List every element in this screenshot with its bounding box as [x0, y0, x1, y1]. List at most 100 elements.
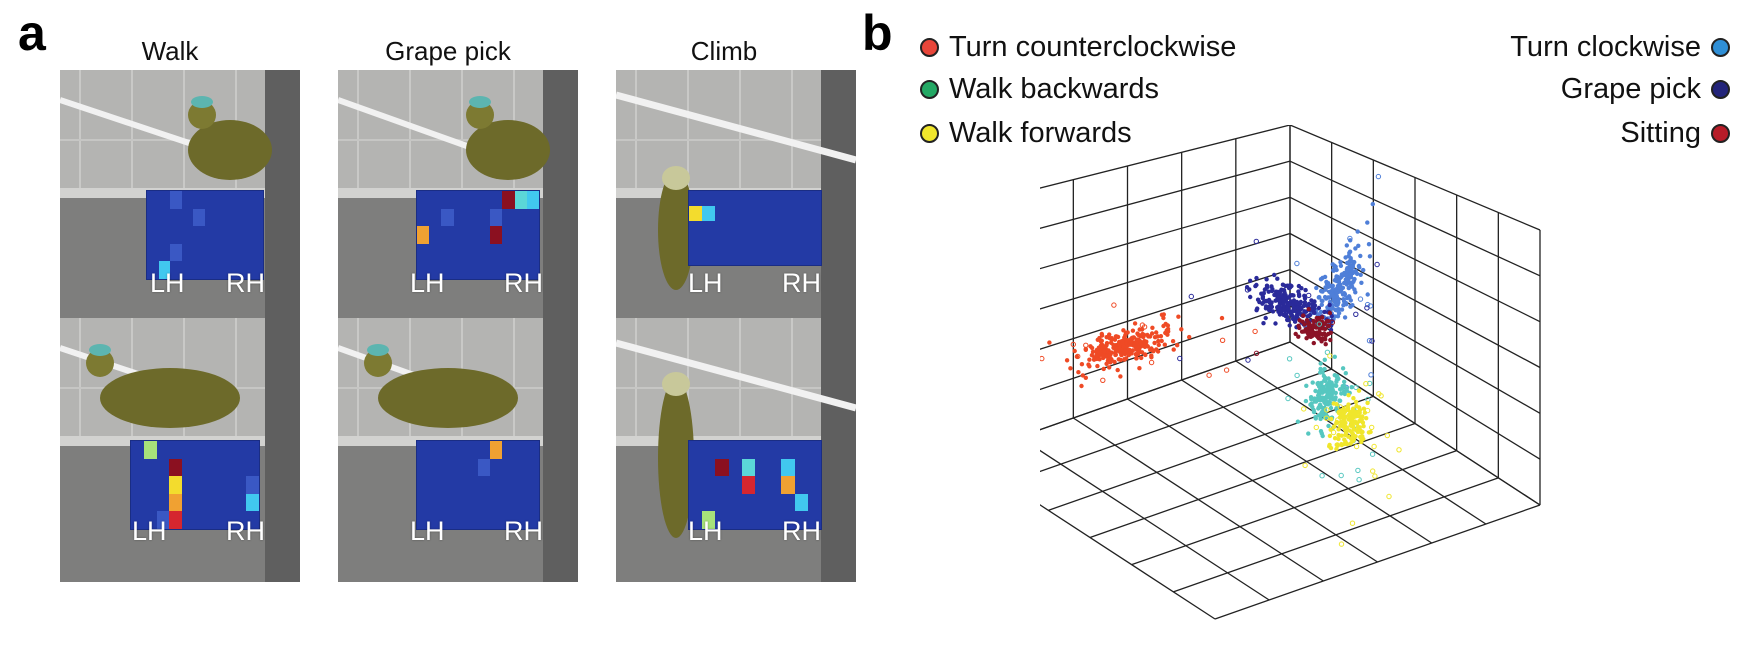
- scatter-point: [1351, 414, 1356, 420]
- scatter-point: [1107, 332, 1112, 337]
- heatmap-cell: [702, 441, 715, 459]
- scatter-outlier: [1396, 447, 1402, 453]
- scatter-point: [1311, 407, 1316, 413]
- right-hemisphere-label: RH: [226, 268, 265, 298]
- scatter-point: [1344, 425, 1349, 430]
- heatmap-cell: [217, 244, 229, 262]
- scatter-point: [1322, 294, 1328, 300]
- scatter-outlier: [1371, 443, 1377, 450]
- heatmap-cell: [755, 221, 768, 236]
- scatter-point: [1319, 339, 1324, 344]
- scatter-point: [1340, 366, 1346, 371]
- scatter-point: [1356, 263, 1362, 269]
- scatter-point: [1359, 280, 1364, 285]
- heatmap-cell: [182, 226, 194, 244]
- heatmap-cell: [490, 208, 503, 227]
- heatmap-cell: [466, 494, 478, 512]
- heatmap-cell: [755, 206, 768, 221]
- scatter-point: [1326, 376, 1331, 381]
- scatter-point: [1306, 325, 1312, 330]
- scatter-point: [1079, 383, 1084, 389]
- scatter-point: [1331, 268, 1336, 273]
- scatter-point: [1303, 287, 1308, 293]
- scatter-point: [1136, 350, 1141, 356]
- heatmap-cell: [454, 476, 466, 494]
- scatter-point: [1304, 383, 1309, 388]
- heatmap-cell: [808, 250, 821, 265]
- scatter-point: [1341, 420, 1346, 426]
- scatter-point: [1295, 419, 1301, 424]
- scatter-point: [1273, 321, 1278, 326]
- scatter-outlier: [1324, 407, 1330, 413]
- heatmap-cell: [417, 441, 429, 459]
- scatter-outlier: [1219, 337, 1226, 344]
- scatter-point: [1365, 400, 1370, 406]
- scatter-point: [1269, 284, 1274, 289]
- left-hemisphere-label: LH: [410, 516, 445, 546]
- scatter-point: [1111, 342, 1116, 348]
- scatter-outlier: [1369, 338, 1375, 344]
- scatter-point: [1248, 278, 1253, 283]
- heatmap-cell: [157, 459, 170, 477]
- heatmap-cell: [182, 494, 195, 512]
- heatmap-cell: [454, 261, 466, 279]
- heatmap-cell: [515, 476, 527, 494]
- cluster-walk-backwards: [1285, 321, 1376, 483]
- scatter-point: [1318, 416, 1323, 422]
- heatmap-cell: [233, 441, 246, 459]
- scatter-point: [1101, 355, 1106, 361]
- heatmap-cell: [429, 191, 441, 209]
- scatter-point: [1286, 302, 1291, 307]
- scatter-outlier: [1364, 305, 1370, 311]
- scatter-point: [1309, 397, 1314, 402]
- column-header-walk: Walk: [141, 36, 199, 66]
- heatmap-cell: [417, 494, 429, 512]
- scatter-point: [1306, 307, 1311, 312]
- heatmap-cell: [454, 244, 466, 262]
- scatter-point: [1322, 366, 1327, 372]
- heatmap-cell: [205, 226, 217, 244]
- scatter-point: [1353, 246, 1358, 251]
- heatmap-cell: [527, 476, 539, 494]
- heatmap-cell: [182, 244, 194, 262]
- scatter-point: [1269, 300, 1274, 305]
- scatter-outlier: [1083, 342, 1089, 349]
- heatmap-cell: [795, 221, 808, 236]
- heatmap-cell: [169, 493, 183, 512]
- heatmap-cell: [195, 476, 208, 494]
- scatter-point: [1087, 364, 1092, 369]
- scatter-point: [1115, 367, 1120, 373]
- scatter-point: [1329, 380, 1334, 385]
- heatmap-cell: [441, 191, 453, 209]
- scatter-point: [1327, 399, 1332, 405]
- scatter-point: [1350, 303, 1355, 308]
- heatmap-cell: [729, 441, 742, 459]
- heatmap-cell: [466, 191, 478, 209]
- scatter-outlier: [1384, 432, 1390, 439]
- scatter-point: [1327, 302, 1332, 308]
- heatmap-cell: [221, 459, 234, 477]
- scatter-outlier: [1323, 415, 1330, 421]
- scatter-point: [1311, 318, 1316, 324]
- scatter-point: [1364, 416, 1369, 421]
- scatter-point: [1336, 310, 1342, 316]
- neural-activity-heatmap: [146, 190, 264, 280]
- scatter-point: [1312, 299, 1317, 304]
- heatmap-cell: [755, 459, 768, 477]
- scatter-point: [1333, 264, 1338, 269]
- scatter-point: [1104, 343, 1109, 348]
- heatmap-cell: [251, 244, 263, 262]
- scatter-point: [1366, 430, 1372, 435]
- heatmap-cell: [768, 441, 781, 459]
- scatter-point: [1344, 243, 1349, 248]
- scatter-point: [1331, 383, 1337, 388]
- right-hemisphere-label: RH: [226, 516, 265, 546]
- scatter-point: [1330, 287, 1335, 292]
- heatmap-cell: [182, 511, 195, 529]
- left-hemisphere-label: LH: [688, 516, 723, 546]
- heatmap-cell: [441, 244, 453, 262]
- scatter-point: [1101, 366, 1106, 372]
- scatter-point: [1334, 374, 1340, 379]
- heatmap-cell: [502, 191, 515, 209]
- scatter-point: [1345, 404, 1350, 409]
